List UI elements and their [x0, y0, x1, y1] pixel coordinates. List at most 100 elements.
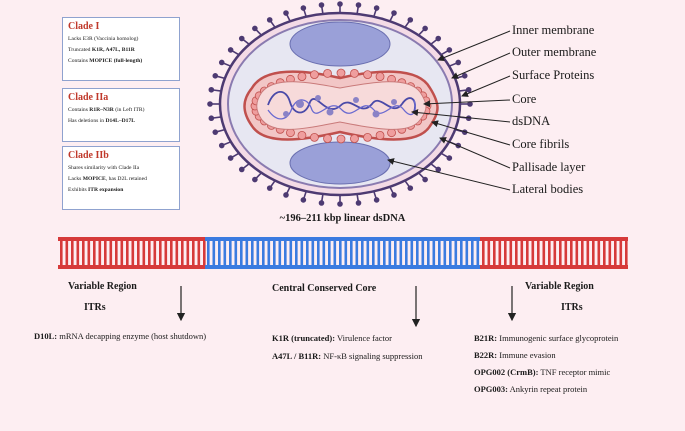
spike-head [300, 5, 307, 11]
right-variable-rung [608, 241, 612, 265]
label-arrow [451, 52, 511, 79]
conserved-core-rung [377, 241, 381, 265]
right-variable-rung [482, 241, 485, 265]
label-arrow [461, 75, 511, 97]
right-variable-rung [515, 241, 518, 265]
dsdna-strand-b [267, 99, 416, 120]
right-variable-rung [493, 241, 496, 265]
spike-head [212, 73, 219, 79]
left-variable-rung [181, 241, 184, 265]
conserved-core-rung [240, 241, 243, 265]
conserved-core-strand-bottom [205, 265, 480, 269]
spike-head [355, 200, 362, 206]
left-variable-rung [71, 241, 74, 265]
clade-title: Clade I [68, 21, 100, 32]
conserved-core-rung [399, 241, 403, 265]
right-variable-rung [619, 241, 623, 265]
label-arrow [437, 30, 511, 62]
clade-iia-line-1: Contains R1R–N3R (in Left ITR) [68, 107, 145, 113]
right-variable-rung [548, 241, 551, 265]
conserved-core-rung [328, 241, 331, 265]
spike-head [407, 185, 414, 191]
right-variable-rung [509, 241, 513, 265]
spike-head [422, 25, 428, 32]
conserved-core-rung [394, 241, 397, 265]
conserved-core-rung [267, 241, 271, 265]
right-variable-rung [559, 241, 562, 265]
gene-right-0: B21R: Immunogenic surface glycoprotein [474, 333, 619, 343]
genome-title: ~196–211 kbp linear dsDNA [279, 213, 406, 224]
conserved-core-rung [300, 241, 304, 265]
spike-head [435, 35, 442, 42]
left-variable-rung [76, 241, 80, 265]
clade-iib-box: Clade IIb Shares similarity with Clade I… [62, 146, 180, 210]
virion-label: Pallisade layer [512, 160, 586, 174]
conserved-core-rung [410, 241, 414, 265]
core-granule [315, 95, 321, 101]
left-variable-rung [82, 241, 85, 265]
clade-i-line-2: Truncated K1R, A47L, B11R [68, 46, 135, 53]
spike-head [465, 86, 472, 93]
conserved-core-rung [355, 241, 359, 265]
core-granule [391, 99, 397, 105]
core-granule [326, 108, 334, 116]
left-itr-label: ITRs [84, 302, 106, 313]
left-variable-rung [153, 241, 157, 265]
right-variable-rung [592, 241, 595, 265]
right-variable-rung [614, 241, 617, 265]
left-variable-rung [109, 241, 113, 265]
left-variable-rung [131, 241, 135, 265]
conserved-core-rung [438, 241, 441, 265]
spike-head [455, 59, 462, 66]
conserved-core-rung [333, 241, 337, 265]
conserved-core-rung [465, 241, 469, 265]
right-variable-rung [570, 241, 573, 265]
left-variable-rung [170, 241, 173, 265]
right-variable-region-label: Variable Region [525, 281, 594, 292]
conserved-core-rung [421, 241, 425, 265]
right-variable-rung [564, 241, 568, 265]
left-variable-rung [87, 241, 91, 265]
left-variable-rung [164, 241, 168, 265]
bead [310, 70, 319, 80]
right-variable-rung [575, 241, 579, 265]
lateral-body-bottom [289, 141, 391, 185]
bead [387, 128, 396, 138]
right-variable-rung [597, 241, 601, 265]
spike-head [266, 17, 273, 23]
conserved-core-rung [278, 241, 282, 265]
right-variable-rung [553, 241, 557, 265]
conserved-core-rung [454, 241, 458, 265]
spike-head [461, 73, 468, 79]
clade-title: Clade IIa [68, 92, 109, 103]
spike-head [446, 47, 453, 53]
bead [375, 131, 385, 140]
conserved-core-rung [350, 241, 353, 265]
spike-head [283, 192, 289, 198]
label-arrow [439, 137, 511, 169]
conserved-core-rung [229, 241, 232, 265]
clade-iib-line-1: Shares similarity with Clade IIa [68, 165, 140, 171]
bead [350, 69, 359, 78]
gene-center-1: A47L / B11R: NF-κB signaling suppression [272, 351, 423, 361]
conserved-core-rung [218, 241, 221, 265]
right-variable-rung [625, 241, 628, 265]
clade-i-line-3: Contains MOPICE (full-length) [68, 57, 143, 64]
gene-right-2: OPG002 (CrmB): TNF receptor mimic [474, 367, 611, 377]
conserved-core-rung [432, 241, 436, 265]
virion-label: Core [512, 92, 537, 106]
right-variable-rung [537, 241, 540, 265]
spike-head [391, 192, 397, 198]
conserved-core-rung [311, 241, 315, 265]
spike-head [266, 185, 273, 191]
bead [336, 134, 346, 144]
lateral-body-top [289, 21, 391, 67]
spike-head [207, 101, 213, 107]
left-variable-rung [126, 241, 129, 265]
left-variable-rung [203, 241, 206, 265]
left-variable-rung [120, 241, 124, 265]
virion-label: Inner membrane [512, 23, 595, 37]
clade-i-line-1: Lacks E3R (Vaccinia homolog) [68, 36, 139, 42]
bead [323, 69, 332, 78]
conserved-core-rung [251, 241, 254, 265]
